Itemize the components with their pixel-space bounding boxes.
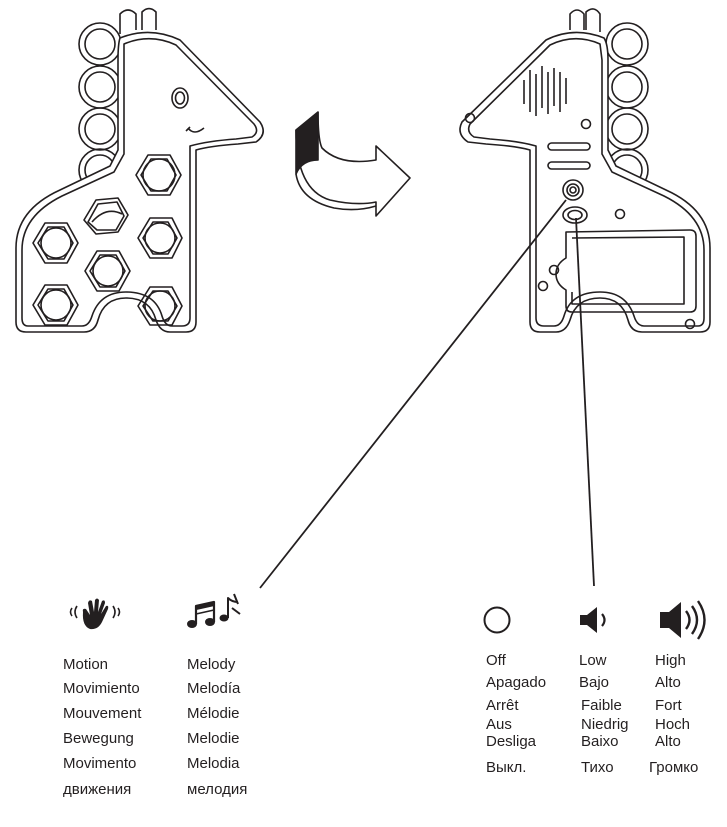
front-pop-bubbles [32,154,183,326]
low-label-es: Bajo [579,674,610,691]
volume-switch [562,206,588,224]
off-label-de: Aus [486,716,512,733]
high-label-es: Alto [655,674,681,691]
melody-label-ru: мелодия [187,781,248,798]
motion-label-en: Motion [63,656,109,673]
high-label-fr: Fort [655,697,682,714]
melody-label-en: Melody [187,656,236,673]
low-label-fr: Faible [581,697,622,714]
low-label-pt: Baixo [581,733,619,750]
melody-label-de: Melodie [187,730,240,747]
low-label-ru: Тихо [581,759,614,776]
volume-switch-leader [575,217,595,587]
giraffe-front [15,7,264,333]
giraffe-back [459,8,711,333]
high-label-pt: Alto [655,733,681,750]
melody-label-fr: Mélodie [187,705,240,722]
mode-switch-leader [259,199,567,589]
music-notes-icon [187,593,241,628]
motion-label-fr: Mouvement [63,705,142,722]
off-label-pt: Desliga [486,733,537,750]
battery-door [555,229,697,313]
low-label-en: Low [579,652,607,669]
back-body-outline [459,31,711,333]
melody-label-es: Melodía [187,680,241,697]
motion-label-es: Movimiento [63,680,140,697]
low-label-de: Niedrig [581,716,629,733]
motion-label-de: Bewegung [63,730,134,747]
off-label-en: Off [486,652,506,669]
motion-label-pt: Movimento [63,755,137,772]
flip-arrow [295,111,411,217]
high-label-de: Hoch [655,716,691,733]
off-label-fr: Arrêt [486,697,519,714]
hand-motion-icon [69,598,121,630]
speaker-low-icon [580,607,606,633]
off-label-ru: Выкл. [486,759,527,776]
mode-switch [562,179,584,201]
high-label-en: High [655,652,686,669]
high-label-ru: Громко [649,759,699,776]
off-label-es: Apagado [486,674,547,691]
off-circle-icon [483,606,511,634]
speaker-high-icon [660,600,706,640]
motion-label-ru: движения [63,781,132,798]
melody-label-pt: Melodia [187,755,240,772]
speaker-grille [523,66,567,116]
